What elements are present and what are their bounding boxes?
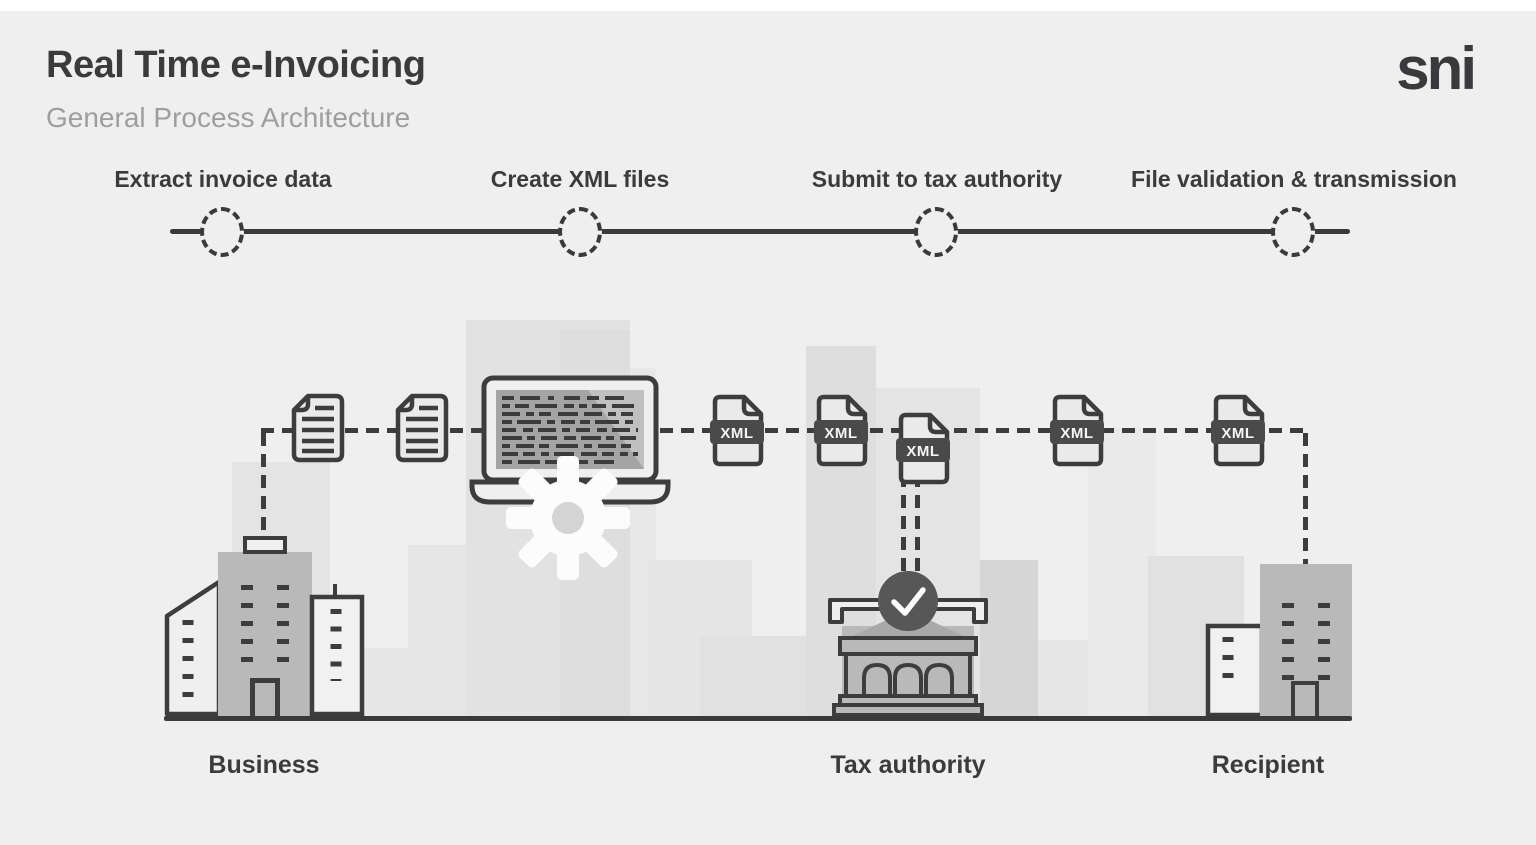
sni-logo: sni bbox=[1396, 35, 1477, 102]
business-door bbox=[250, 678, 280, 717]
checkmark-icon bbox=[891, 587, 926, 616]
validation-check-circle bbox=[878, 571, 938, 631]
step-label-3: Submit to tax authority bbox=[811, 166, 1063, 192]
step-label-1: Extract invoice data bbox=[114, 166, 332, 192]
recipient-building-icon bbox=[1260, 564, 1352, 717]
step-label-2: Create XML files bbox=[490, 166, 670, 192]
business-rooftop-unit bbox=[243, 536, 287, 554]
xml-file-icon-3: XML bbox=[894, 412, 952, 486]
recipient-side-building-icon bbox=[1205, 623, 1265, 718]
tax-submit-dashed-line-left bbox=[901, 474, 906, 574]
timeline-node-4 bbox=[1271, 207, 1315, 257]
entity-label-recipient: Recipient bbox=[1211, 751, 1325, 779]
timeline-node-3 bbox=[914, 207, 958, 257]
page-title: Real Time e-Invoicing bbox=[46, 44, 426, 86]
skyline-block bbox=[1088, 428, 1156, 718]
recipient-windows-left bbox=[1282, 603, 1294, 681]
business-side-building-icon bbox=[163, 574, 223, 718]
main-flow-dashed-line bbox=[261, 428, 1308, 433]
xml-badge-label: XML bbox=[906, 443, 939, 460]
tax-submit-dashed-line-right bbox=[915, 474, 920, 574]
ground-line bbox=[164, 716, 1352, 721]
xml-file-icon-4: XML bbox=[1048, 394, 1106, 468]
invoice-document-icon-2 bbox=[395, 393, 449, 463]
xml-badge-label: XML bbox=[1221, 425, 1254, 442]
entity-label-tax-authority: Tax authority bbox=[830, 751, 986, 779]
business-windows-left bbox=[241, 585, 253, 665]
xml-file-icon-2: XML bbox=[812, 394, 870, 468]
xml-file-icon-1: XML bbox=[708, 394, 766, 468]
tax-authority-building-icon bbox=[824, 582, 992, 720]
invoice-document-icon-1 bbox=[291, 393, 345, 463]
business-uplink-dashed-line bbox=[261, 433, 266, 537]
recipient-door bbox=[1291, 681, 1319, 717]
timeline-node-2 bbox=[558, 207, 602, 257]
step-label-4: File validation & transmission bbox=[1131, 166, 1457, 192]
timeline-node-1 bbox=[200, 207, 244, 257]
business-windows-right bbox=[277, 585, 289, 665]
skyline-block bbox=[980, 560, 1038, 718]
gear-icon bbox=[506, 456, 630, 580]
business-building-icon bbox=[218, 552, 312, 717]
recipient-windows-right bbox=[1318, 603, 1330, 681]
entity-label-business: Business bbox=[208, 751, 320, 779]
xml-file-icon-5: XML bbox=[1209, 394, 1267, 468]
xml-badge-label: XML bbox=[1060, 425, 1093, 442]
recipient-downlink-dashed-line bbox=[1303, 433, 1308, 569]
skyline-block bbox=[408, 545, 468, 718]
xml-badge-label: XML bbox=[720, 425, 753, 442]
laptop-icon bbox=[468, 374, 672, 508]
xml-badge-label: XML bbox=[824, 425, 857, 442]
business-annex-building-icon bbox=[309, 581, 365, 717]
timeline-line bbox=[170, 229, 1350, 234]
page-subtitle: General Process Architecture bbox=[46, 102, 411, 133]
